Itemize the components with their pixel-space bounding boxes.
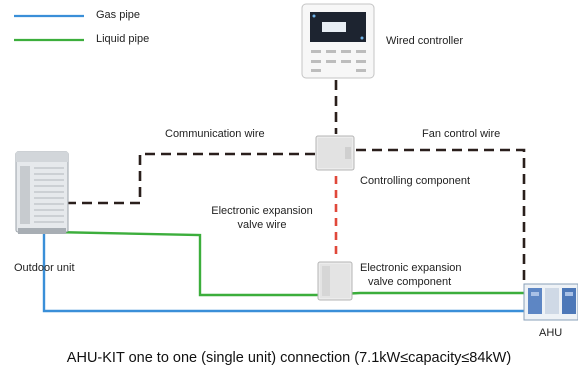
eev-component-label-line1: Electronic expansion — [360, 262, 462, 274]
communication-wire-label: Communication wire — [165, 128, 265, 140]
liquid-pipe — [51, 230, 528, 297]
ahu-icon — [523, 283, 578, 321]
fan-control-wire-label: Fan control wire — [422, 128, 501, 140]
eev-component-label-line2: valve component — [368, 276, 452, 288]
outdoor-unit-label: Outdoor unit — [14, 262, 75, 274]
eev-component-icon — [317, 261, 353, 301]
ahu-label: AHU — [539, 327, 563, 339]
gas-pipe — [42, 232, 550, 313]
legend-liquid-pipe-label: Liquid pipe — [96, 33, 150, 45]
outdoor-unit-icon — [15, 151, 69, 234]
eev-wire-label-line1: Electronic expansion — [211, 205, 313, 217]
wired-controller-icon — [301, 3, 375, 79]
controlling-component-label: Controlling component — [360, 175, 471, 187]
legend-gas-pipe-label: Gas pipe — [96, 9, 141, 21]
communication-wire — [66, 152, 316, 205]
controlling-component-icon — [315, 135, 355, 171]
fan-control-wire — [356, 148, 526, 284]
wired-controller-label: Wired controller — [386, 35, 464, 47]
diagram-caption: AHU-KIT one to one (single unit) connect… — [66, 350, 512, 366]
eev-wire-label-line2: valve wire — [237, 219, 287, 231]
